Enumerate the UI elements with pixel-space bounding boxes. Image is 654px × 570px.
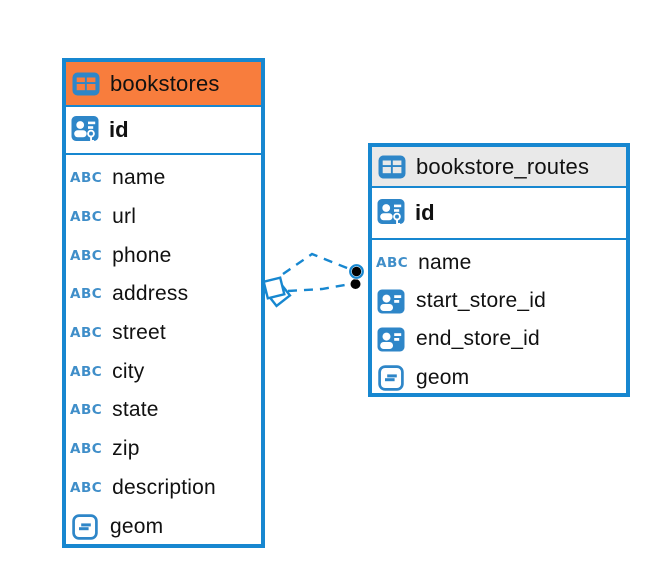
table-title: bookstore_routes: [416, 153, 590, 179]
column-row[interactable]: ABC street: [66, 314, 261, 353]
relationship-dot-marker: [348, 263, 365, 289]
relationship-line-start-store[interactable]: [282, 252, 358, 275]
geometry-type-icon: [376, 364, 406, 391]
column-row[interactable]: ABC name: [66, 159, 261, 198]
column-row[interactable]: ABC url: [66, 198, 261, 237]
table-bookstores[interactable]: bookstores id ABC name: [62, 58, 265, 548]
column-name: id: [415, 200, 435, 225]
column-name: city: [112, 359, 145, 383]
column-row[interactable]: end_store_id: [372, 320, 626, 358]
table-title: bookstores: [110, 70, 220, 96]
column-name: url: [112, 205, 137, 229]
column-row[interactable]: ABC address: [66, 275, 261, 314]
column-name: state: [112, 398, 159, 422]
column-row[interactable]: ABC zip: [66, 430, 261, 469]
column-row[interactable]: ABC description: [66, 469, 261, 508]
columns-section: ABC name ABC url ABC phone ABC address A…: [66, 155, 261, 546]
geometry-type-icon: [70, 513, 100, 540]
text-type-icon: ABC: [70, 402, 103, 419]
column-row[interactable]: ABC state: [66, 391, 261, 430]
text-type-icon: ABC: [70, 170, 103, 187]
text-type-icon: ABC: [70, 441, 103, 458]
column-row[interactable]: geom: [66, 507, 261, 546]
column-name: street: [112, 321, 166, 345]
column-name: zip: [112, 437, 140, 461]
table-header[interactable]: bookstores: [66, 62, 261, 107]
column-name: end_store_id: [416, 327, 540, 351]
column-name: geom: [416, 365, 470, 389]
column-name: id: [109, 117, 129, 142]
column-name: start_store_id: [416, 289, 547, 313]
column-name: address: [112, 282, 189, 306]
text-type-icon: ABC: [70, 363, 103, 380]
column-name: name: [112, 166, 166, 190]
text-type-icon: ABC: [70, 479, 103, 496]
column-name: description: [112, 475, 216, 499]
column-row-primary-key[interactable]: id: [372, 188, 626, 240]
primary-key-icon: [376, 198, 406, 228]
table-icon: [377, 155, 407, 179]
table-bookstore-routes[interactable]: bookstore_routes id ABC name: [368, 143, 630, 397]
text-type-icon: ABC: [70, 286, 103, 303]
column-row-primary-key[interactable]: id: [66, 107, 261, 155]
text-type-icon: ABC: [70, 325, 103, 342]
columns-section: ABC name start_store_id: [372, 240, 626, 397]
column-row[interactable]: ABC city: [66, 352, 261, 391]
text-type-icon: ABC: [70, 209, 103, 226]
primary-key-icon: [70, 115, 100, 145]
column-row[interactable]: ABC phone: [66, 236, 261, 275]
text-type-icon: ABC: [376, 255, 409, 272]
relationship-diamond-marker: [262, 276, 292, 308]
table-header[interactable]: bookstore_routes: [372, 147, 626, 188]
table-icon: [71, 72, 101, 96]
column-name: phone: [112, 243, 172, 267]
text-type-icon: ABC: [70, 247, 103, 264]
relationship-connector: [262, 252, 365, 308]
column-row[interactable]: start_store_id: [372, 282, 626, 320]
column-name: name: [418, 251, 472, 275]
relationship-line-end-store[interactable]: [287, 281, 357, 293]
foreign-key-icon: [376, 289, 406, 314]
foreign-key-icon: [376, 327, 406, 352]
column-name: geom: [110, 514, 164, 538]
column-row[interactable]: geom: [372, 359, 626, 397]
column-row[interactable]: ABC name: [372, 244, 626, 282]
